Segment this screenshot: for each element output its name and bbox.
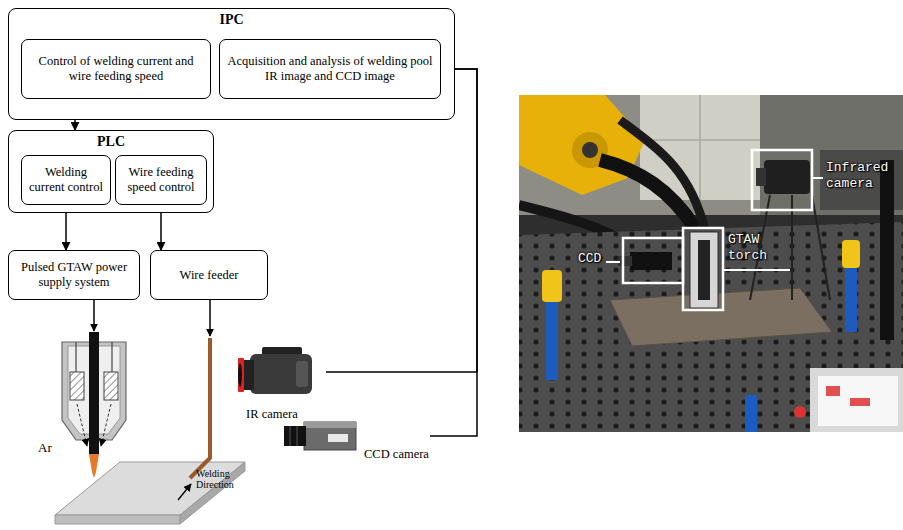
feed-arrow [94, 300, 210, 336]
setup-photo [630, 252, 672, 270]
ccd-camera-icon [297, 426, 298, 446]
setup-photo [850, 398, 870, 406]
process-box: Control of welding current and wire feed… [21, 39, 211, 99]
process-box: Welding current control [21, 155, 111, 205]
setup-photo [542, 270, 562, 302]
setup-photo [610, 288, 832, 346]
group-box: IPC Control of welding current and wire f… [8, 8, 455, 120]
setup-photo [519, 95, 903, 432]
setup-photo [826, 386, 840, 396]
setup-photo [723, 269, 790, 271]
photo-label: CCD [578, 251, 608, 267]
ccd-camera-icon [290, 426, 291, 446]
ir-camera-icon [296, 361, 308, 387]
setup-photo [620, 120, 705, 230]
camera-label: IR camera [246, 407, 326, 421]
camera-node: CCD camera [280, 412, 430, 462]
workpiece-plate [55, 515, 180, 524]
gas-label: Ar [38, 440, 60, 456]
box-text: Pulsed GTAW power supply system [14, 260, 134, 290]
setup-photo [845, 262, 857, 332]
workpiece-plate [180, 462, 245, 524]
setup-photo [745, 395, 757, 432]
group-title: IPC [9, 12, 454, 28]
gtaw-torch [101, 404, 111, 446]
setup-photo [698, 240, 710, 300]
box-text: Control of welding current and wire feed… [27, 54, 205, 84]
setup-photo [880, 160, 894, 340]
group-box: PLC Welding current control Wire feeding s… [8, 130, 214, 213]
setup-photo [812, 177, 823, 179]
setup-photo [842, 240, 860, 268]
setup-photo [690, 232, 718, 308]
gtaw-torch [89, 332, 99, 454]
connector [430, 69, 477, 436]
gtaw-torch [104, 372, 118, 400]
direction-label: Welding Direction [196, 468, 246, 490]
workpiece-plate [55, 462, 245, 524]
gtaw-torch [89, 454, 99, 478]
setup-photo [699, 95, 701, 200]
setup-photo [764, 160, 810, 194]
setup-photo [794, 406, 806, 418]
gtaw-torch [77, 404, 87, 446]
setup-photo [810, 368, 903, 432]
ccd-camera-icon [284, 426, 306, 446]
setup-photo [519, 95, 903, 432]
direction-arrow [178, 484, 191, 500]
feed-arrow [93, 300, 95, 331]
workpiece-plate [55, 462, 245, 515]
ir-camera-icon [250, 354, 312, 394]
setup-photo [618, 256, 632, 266]
setup-photo [623, 238, 683, 283]
camera-label: CCD camera [364, 447, 429, 461]
feed-arrow [209, 300, 211, 336]
setup-photo [812, 195, 830, 300]
process-box: Acquisition and analysis of welding pool… [219, 39, 441, 99]
box-text: Acquisition and analysis of welding pool… [225, 54, 435, 84]
ccd-camera-icon [280, 412, 360, 462]
box-text: Wire feeder [180, 268, 239, 283]
setup-photo [818, 376, 898, 426]
setup-photo [756, 168, 766, 186]
photo-label: GTAW torch [728, 232, 774, 263]
group-title: PLC [9, 134, 213, 150]
gtaw-torch [111, 342, 112, 372]
ir-camera-icon [238, 363, 242, 387]
setup-photo [683, 228, 723, 310]
process-box: Pulsed GTAW power supply system [8, 250, 140, 300]
setup-photo [519, 95, 645, 195]
filler-wire [190, 338, 210, 478]
setup-photo [640, 139, 760, 141]
process-box: Wire feeder [150, 250, 268, 300]
setup-photo [546, 300, 558, 380]
camera-node: IR camera [236, 345, 326, 427]
process-box: Wire feeding speed control [115, 155, 207, 205]
ccd-camera-icon [304, 422, 356, 428]
gtaw-torch [75, 342, 76, 372]
setup-photo [606, 261, 620, 263]
ccd-camera-icon [328, 434, 348, 442]
setup-photo [582, 142, 598, 158]
box-text: Welding current control [27, 165, 105, 195]
photo-label: Infrared camera [826, 160, 901, 191]
ir-camera-icon [236, 345, 326, 403]
setup-photo [519, 222, 903, 432]
gtaw-torch [70, 372, 84, 400]
gtaw-torch [62, 332, 126, 478]
ccd-camera-icon [304, 422, 356, 450]
setup-photo [519, 95, 903, 215]
ir-camera-icon [238, 358, 244, 392]
setup-photo [752, 150, 812, 210]
box-text: Wire feeding speed control [121, 165, 201, 195]
